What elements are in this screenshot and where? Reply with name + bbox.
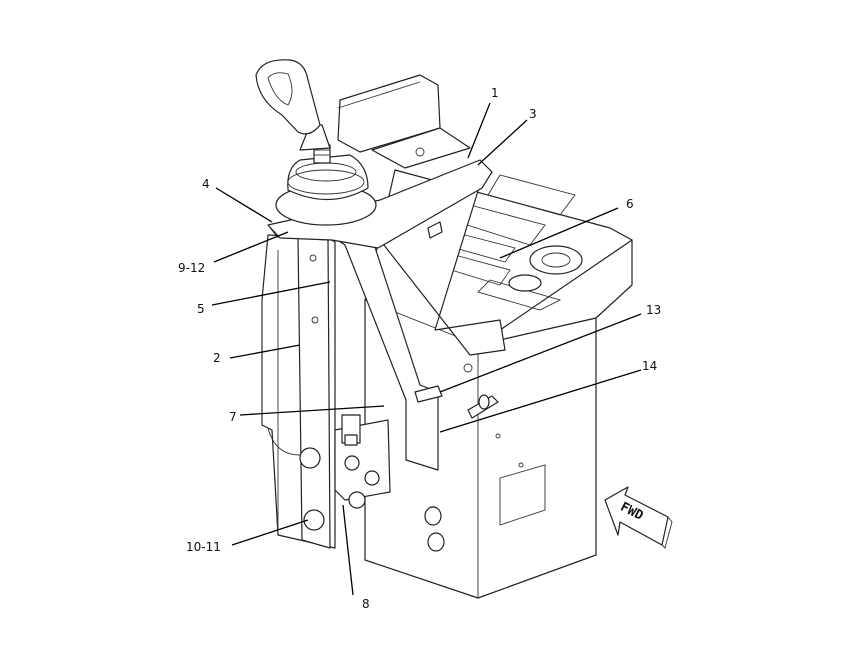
console-face-details [424,433,546,552]
console-top-panel [444,174,583,311]
leader-3 [477,119,528,166]
leader-13 [439,313,642,393]
callout-8: 8 [362,597,370,611]
callout-5: 5 [197,302,205,316]
leader-1 [467,102,491,159]
leader-7 [239,405,385,416]
callout-10-11: 10-11 [186,540,221,554]
bracket-pin [427,221,473,373]
top-plate [267,147,493,249]
callout-9-12: 9-12 [178,261,205,275]
leader-14 [439,369,642,433]
leader-6 [499,207,619,259]
callout-13: 13 [646,303,661,317]
shift-lever [255,59,377,226]
leader-5 [211,281,331,306]
fwd-direction-arrow: FWD [604,486,673,549]
leader-8 [342,504,354,596]
callout-2: 2 [213,351,221,365]
callout-6: 6 [626,197,634,211]
leader-2 [229,344,301,359]
valve-block [334,414,391,509]
bolts [299,447,325,531]
callout-7: 7 [229,410,237,424]
callout-4: 4 [202,177,210,191]
callout-1: 1 [491,86,499,100]
callout-3: 3 [529,107,537,121]
leader-4 [215,187,273,223]
leader-lines [211,102,642,596]
seat-block [337,74,471,169]
callout-labels: 1 3 4 6 9-12 5 13 2 14 7 10-11 8 [178,86,661,611]
pin [414,385,499,419]
leader-9-12 [213,231,289,263]
callout-14: 14 [642,359,657,373]
leader-10-11 [231,519,309,546]
